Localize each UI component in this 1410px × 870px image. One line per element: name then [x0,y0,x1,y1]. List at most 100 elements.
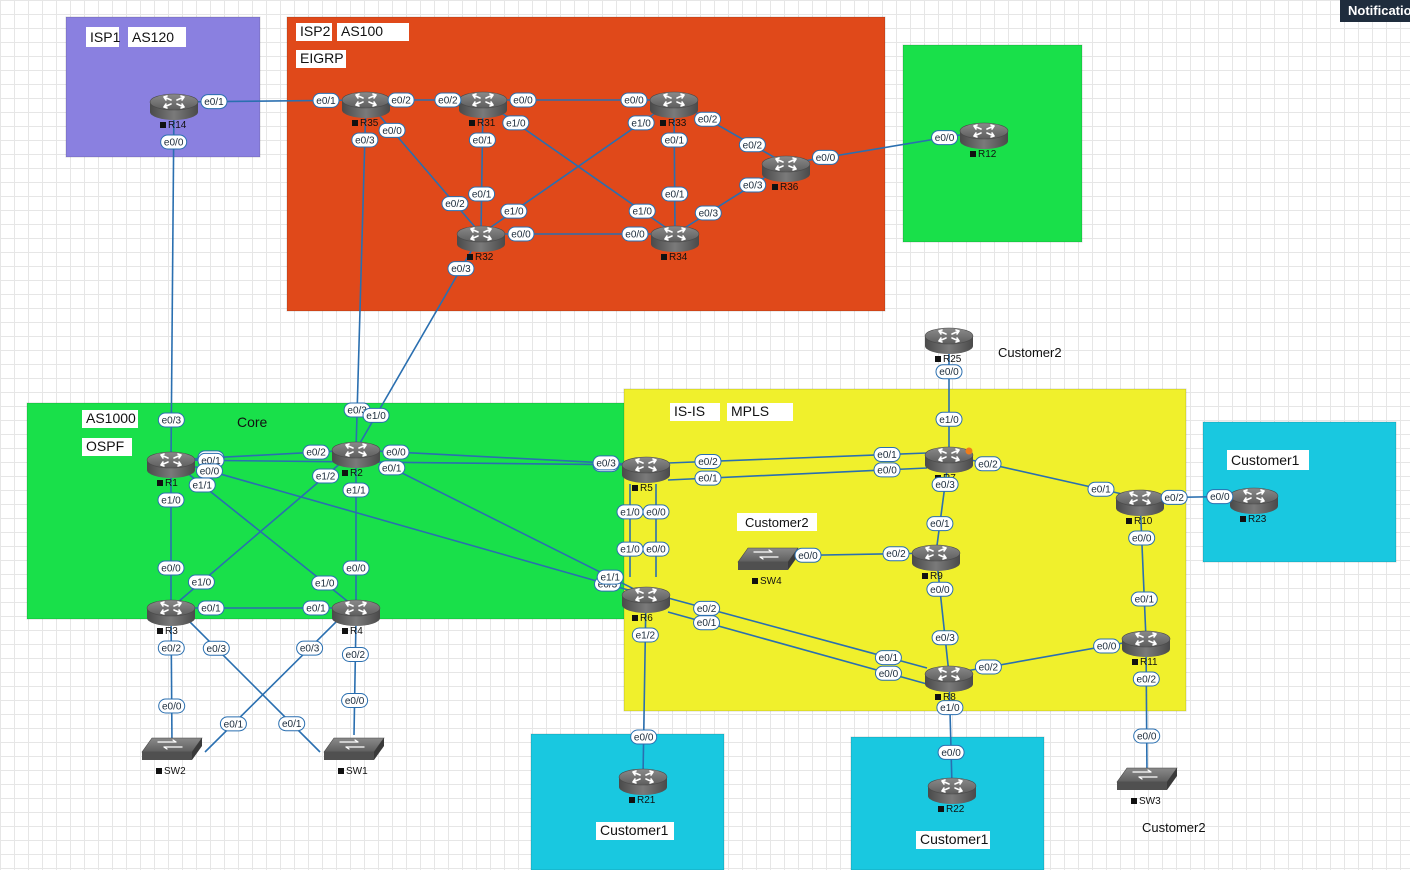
interface-name: e0/0 [1097,641,1117,652]
router-r21[interactable]: R21 [618,768,668,806]
link-r11-sw3[interactable] [1145,638,1148,777]
interface-name: e1/0 [315,579,335,590]
router-arrows-icon [941,779,963,793]
interface-name: e0/3 [347,406,367,417]
router-r5[interactable]: R5 [621,456,671,494]
interface-label: e1/0 [187,574,215,590]
router-r25[interactable]: R25 [924,327,974,365]
router-r33[interactable]: R33 [649,91,699,129]
link-r1-r6[interactable] [170,459,647,596]
status-square-icon [338,768,344,774]
interface-label: e0/2 [693,600,721,616]
link-r31-r32[interactable] [480,99,484,235]
status-square-icon [1132,659,1138,665]
router-name: R3 [165,626,178,637]
interface-name: e0/1 [877,450,897,461]
router-r23[interactable]: R23 [1229,487,1279,525]
router-name: R34 [669,252,688,263]
router-arrows-icon [938,329,960,343]
link-r1-r5[interactable] [170,459,647,466]
link-r10-r11[interactable] [1139,497,1147,640]
area-label-text: ISP1 [90,29,121,45]
area-mpls[interactable] [623,388,1187,712]
status-square-icon [157,628,163,634]
switch-sw2[interactable]: SW2 [141,737,203,777]
link-r14-r1[interactable] [170,101,175,461]
router-r14[interactable]: R14 [149,93,199,131]
link-r4-sw1[interactable] [353,619,357,736]
interface-name: e1/1 [193,480,213,491]
link-r6-r21[interactable] [642,594,647,778]
link-r3-sw1[interactable] [187,619,321,753]
interface-name: e0/2 [698,457,718,468]
link-r35-r2[interactable] [355,99,367,451]
interface-name: e0/3 [451,264,471,275]
interface-name: e1/2 [636,630,656,641]
link-r3-sw2[interactable] [170,607,173,747]
interface-label: e0/2 [441,196,469,212]
router-r4[interactable]: R4 [331,599,381,637]
router-arrows-icon [355,93,377,107]
router-r1[interactable]: R1 [146,451,196,489]
router-r8[interactable]: R8 [924,665,974,703]
status-square-icon [922,573,928,579]
interface-name: e0/0 [513,96,533,107]
interface-label: e0/0 [873,462,901,478]
router-r35[interactable]: R35 [341,91,391,129]
area-customer1-r23[interactable] [1202,421,1397,563]
area-label-isp2: ISP2 [296,23,332,41]
router-r34[interactable]: R34 [650,225,700,263]
router-r12[interactable]: R12 [959,122,1009,160]
switch-sw3[interactable]: SW3 [1116,767,1178,807]
interface-label: e0/1 [693,615,721,631]
router-r31[interactable]: R31 [458,91,508,129]
router-name: R6 [640,613,653,624]
status-square-icon [342,628,348,634]
link-r8-r22[interactable] [948,673,953,787]
router-r3[interactable]: R3 [146,599,196,637]
router-arrows-icon [925,546,947,560]
status-square-icon [342,470,348,476]
interface-label: e0/0 [378,122,406,138]
switch-sw4[interactable]: SW4 [737,547,799,587]
link-r2-r6[interactable] [355,449,647,596]
router-r36[interactable]: R36 [761,155,811,193]
router-arrows-icon [160,453,182,467]
interface-label: e1/1 [188,477,216,493]
router-r7[interactable]: R7 [924,446,974,484]
link-r9-r8[interactable] [935,552,950,675]
router-r9[interactable]: R9 [911,544,961,582]
interface-label: e0/1 [926,516,954,532]
interface-name: e0/3 [300,644,320,655]
customer-label-text: Customer2 [1142,820,1206,835]
customer-label-3: Customer2 [1142,820,1206,835]
status-square-icon [1131,798,1137,804]
interface-label: e0/0 [931,130,959,146]
interface-name: e1/0 [161,496,181,507]
router-r22[interactable]: R22 [927,777,977,815]
router-r10[interactable]: R10 [1115,489,1165,527]
status-square-icon [660,120,666,126]
router-r32[interactable]: R32 [456,225,506,263]
router-r11[interactable]: R11 [1121,630,1171,668]
interface-name: e0/0 [646,545,666,556]
link-r4-sw2[interactable] [204,619,339,753]
router-r2[interactable]: R2 [331,441,381,479]
interface-name: e0/1 [665,190,685,201]
switch-arrows-icon [753,549,779,560]
switch-sw1[interactable]: SW1 [323,737,385,777]
area-customer1-r21[interactable] [530,733,725,870]
notifications-button[interactable]: Notifications [1340,0,1410,22]
interface-name: e0/1 [201,456,221,467]
link-r35-r32[interactable] [365,99,482,235]
interface-label: e0/0 [158,698,186,714]
router-r6[interactable]: R6 [621,586,671,624]
link-r33-r34[interactable] [673,99,676,235]
interface-label: e0/1 [660,132,688,148]
interface-name: e1/0 [366,411,386,422]
interface-label: e1/0 [500,203,528,219]
router-arrows-icon [663,93,685,107]
interface-label: e0/1 [197,600,225,616]
area-label-as1000: AS1000 [82,410,138,428]
router-arrows-icon [1243,489,1265,503]
